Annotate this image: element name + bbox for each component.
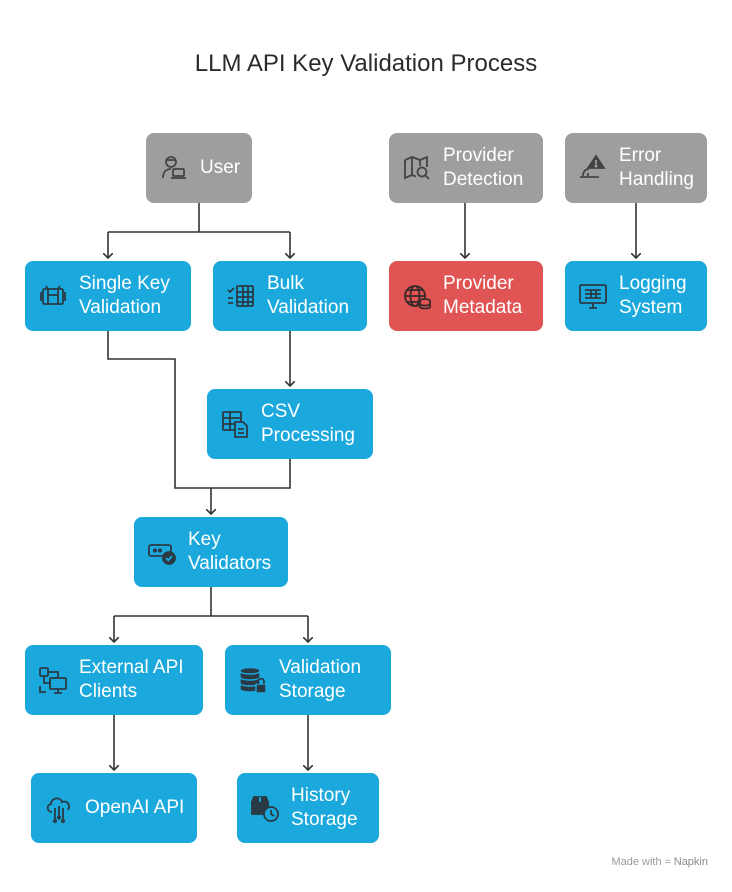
- node-error-handling-label: Error Handling: [619, 145, 694, 190]
- key-card-icon: [37, 280, 69, 312]
- node-history-storage-label: History Storage: [291, 785, 358, 830]
- footer-made-with: Made with: [611, 856, 662, 868]
- node-provider-metadata[interactable]: Provider Metadata: [389, 261, 543, 331]
- node-single-key-validation[interactable]: Single Key Validation: [25, 261, 191, 331]
- node-provider-detection[interactable]: Provider Detection: [389, 133, 543, 203]
- node-provider-detection-label: Provider Detection: [443, 145, 524, 190]
- node-csv-processing[interactable]: CSV Processing: [207, 389, 373, 459]
- node-user-label: User: [200, 157, 241, 178]
- connector-validators-split: [114, 587, 308, 617]
- user-laptop-icon: [158, 152, 190, 184]
- diagram-title: LLM API Key Validation Process: [194, 50, 538, 77]
- monitor-grid-icon: [577, 280, 609, 312]
- box-clock-icon: [249, 792, 281, 824]
- connector-single-to-merge: [107, 331, 211, 489]
- node-user[interactable]: User: [146, 133, 252, 203]
- hard-hat-warning-icon: [577, 152, 609, 184]
- node-bulk-validation[interactable]: Bulk Validation: [213, 261, 367, 331]
- node-external-api-clients-label: External API Clients: [79, 657, 184, 702]
- table-file-icon: [219, 408, 251, 440]
- node-validation-storage[interactable]: Validation Storage: [225, 645, 391, 715]
- node-single-key-validation-label: Single Key Validation: [79, 273, 170, 318]
- password-check-icon: [146, 536, 178, 568]
- node-validation-storage-label: Validation Storage: [279, 657, 362, 702]
- node-logging-system-label: Logging System: [619, 273, 687, 318]
- node-openai-api[interactable]: OpenAI API: [31, 773, 197, 843]
- connector-user-split: [108, 203, 290, 233]
- footer-brand: Napkin: [673, 856, 708, 868]
- node-key-validators-label: Key Validators: [188, 529, 272, 574]
- database-lock-icon: [237, 664, 269, 696]
- node-logging-system[interactable]: Logging System: [565, 261, 707, 331]
- connector-csv-to-merge: [211, 459, 291, 489]
- node-csv-processing-label: CSV Processing: [261, 401, 355, 446]
- map-search-icon: [401, 152, 433, 184]
- node-history-storage[interactable]: History Storage: [237, 773, 379, 843]
- network-devices-icon: [37, 664, 69, 696]
- globe-database-icon: [401, 280, 433, 312]
- node-key-validators[interactable]: Key Validators: [134, 517, 288, 587]
- node-error-handling[interactable]: Error Handling: [565, 133, 707, 203]
- node-bulk-validation-label: Bulk Validation: [267, 273, 350, 318]
- node-openai-api-label: OpenAI API: [85, 797, 185, 818]
- cloud-circuit-icon: [43, 792, 75, 824]
- napkin-logo-icon: ≈: [664, 856, 671, 868]
- checklist-table-icon: [225, 280, 257, 312]
- node-external-api-clients[interactable]: External API Clients: [25, 645, 203, 715]
- footer-credit: Made with ≈ Napkin: [611, 856, 708, 868]
- node-provider-metadata-label: Provider Metadata: [443, 273, 523, 318]
